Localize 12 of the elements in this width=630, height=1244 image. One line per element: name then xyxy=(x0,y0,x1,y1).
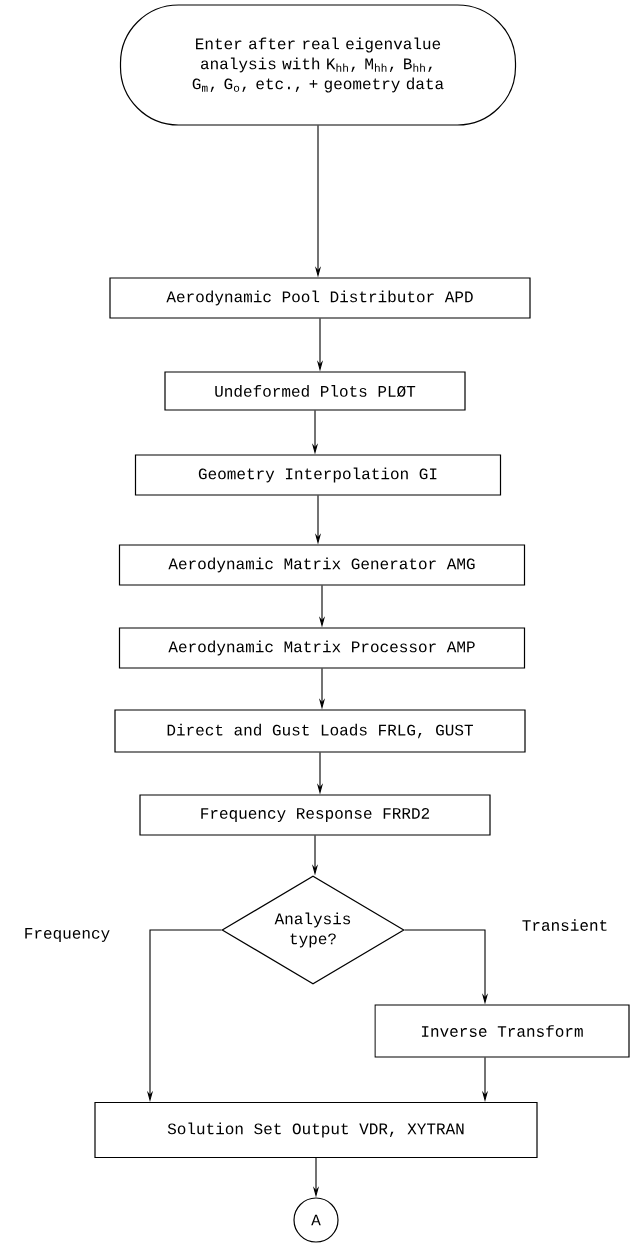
edge-label: Transient xyxy=(520,918,610,932)
process-box: Aerodynamic Matrix Generator AMG xyxy=(118,544,526,586)
edge-label: Frequency xyxy=(22,927,112,943)
process-box: Direct and Gust Loads FRLG, GUST xyxy=(114,709,526,753)
process-box: Undeformed Plots PLØT xyxy=(164,371,466,411)
process-box: Inverse Transform xyxy=(374,1004,630,1058)
start-terminal: Enter after real eigenvalue analysis with K$_{hh}$, M$_{hh}$, B$_{hh}$, G$_{m}$, G$_{o}$, etc., + geometry data xyxy=(119,4,517,126)
process-box: Aerodynamic Matrix Processor AMP xyxy=(118,627,526,669)
process-box: Aerodynamic Pool Distributor APD xyxy=(109,277,531,319)
process-box: Frequency Response FRRD2 xyxy=(139,794,491,836)
process-box: Solution Set Output VDR, XYTRAN xyxy=(94,1101,538,1159)
process-box: Geometry Interpolation GI xyxy=(134,454,502,496)
